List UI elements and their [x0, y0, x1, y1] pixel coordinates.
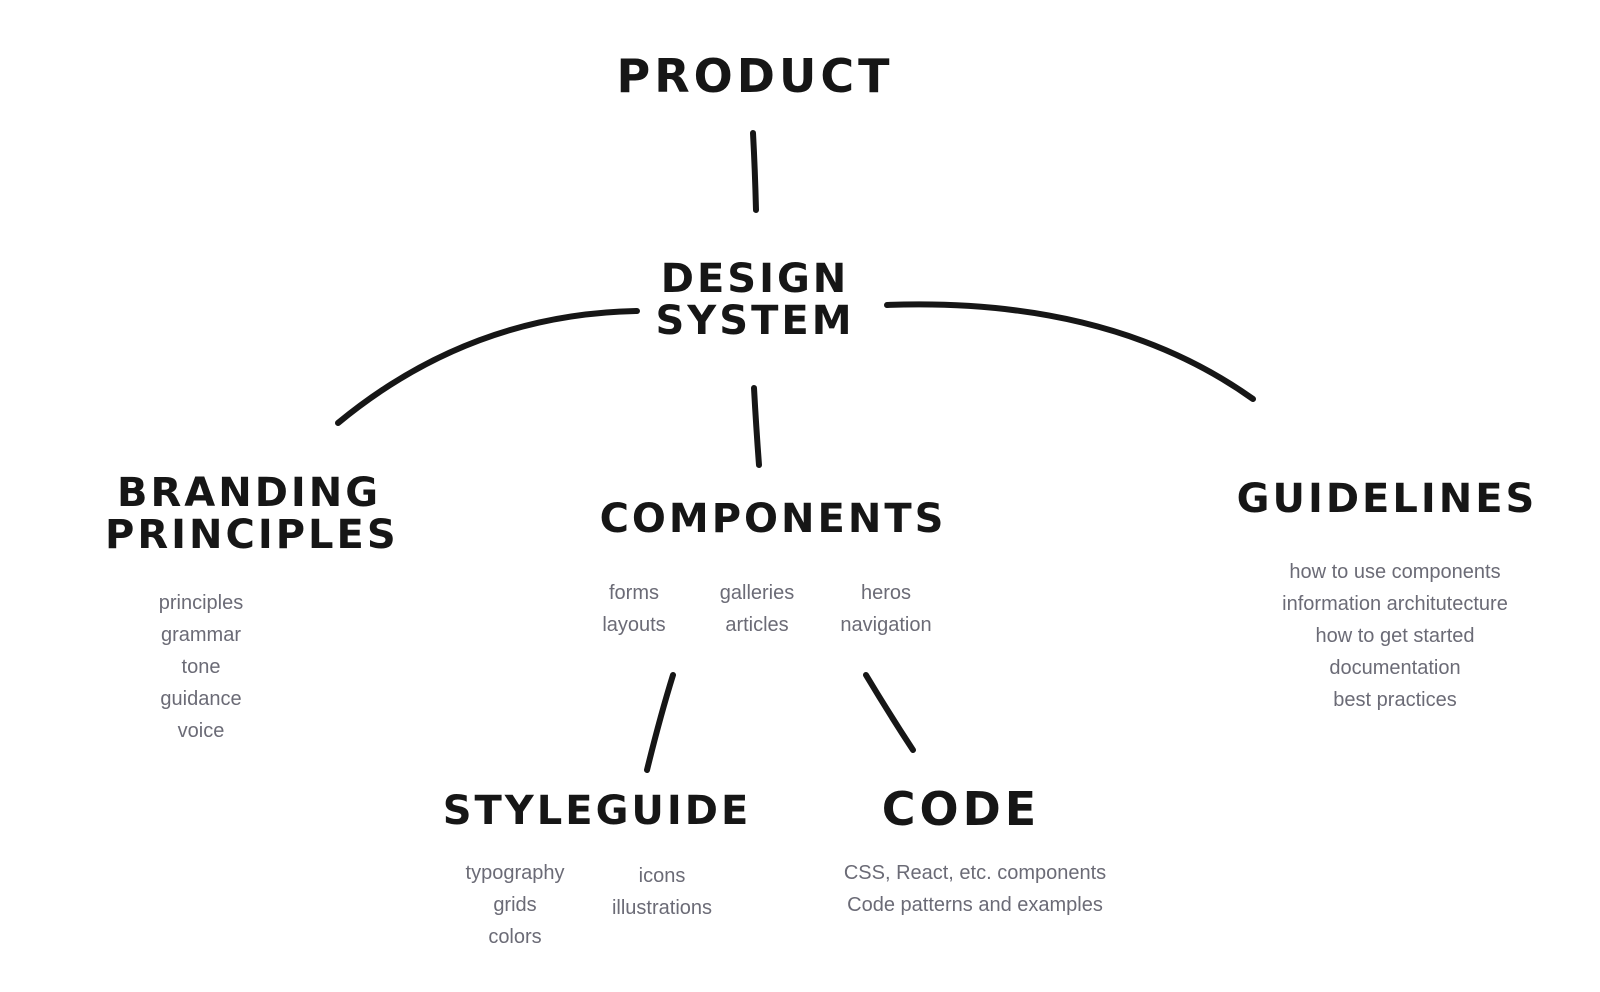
components-item: navigation: [840, 614, 932, 636]
components-item: heros: [860, 582, 912, 604]
styleguide-item: illustrations: [611, 897, 713, 919]
components-item: forms: [609, 582, 659, 604]
branding-item: guidance: [160, 688, 242, 710]
design-system-line-2: SYSTEM: [655, 298, 855, 344]
branding-item: voice: [177, 720, 225, 742]
styleguide-item: colors: [488, 926, 542, 948]
connector-design-system-components: [751, 385, 762, 468]
guidelines-item: documentation: [1329, 657, 1461, 679]
guidelines-item: best practices: [1333, 689, 1457, 711]
styleguide-item: icons: [638, 865, 686, 887]
connector-components-styleguide: [644, 672, 676, 773]
branding-item: principles: [158, 592, 244, 614]
styleguide-item: typography: [465, 862, 565, 884]
connector-components-code: [863, 672, 916, 753]
components-column-2: galleries articles: [720, 577, 794, 641]
components-item: galleries: [719, 582, 795, 604]
product-heading: PRODUCT: [616, 49, 894, 103]
connector-design-system-branding: [335, 308, 640, 426]
guidelines-item: how to get started: [1315, 625, 1475, 647]
styleguide-heading: STYLEGUIDE: [442, 788, 752, 834]
code-item: Code patterns and examples: [847, 894, 1103, 916]
design-system-line-1: DESIGN: [660, 256, 850, 302]
branding-principles-heading: BRANDING PRINCIPLES: [105, 472, 399, 556]
styleguide-column-1: typography grids colors: [466, 857, 565, 953]
code-item: CSS, React, etc. components: [843, 862, 1107, 884]
components-column-3: heros navigation: [840, 577, 931, 641]
components-item: articles: [725, 614, 789, 636]
branding-line-2: PRINCIPLES: [105, 512, 399, 558]
guidelines-items: how to use components information archit…: [1282, 556, 1508, 716]
connector-product-design-system: [750, 130, 759, 213]
code-items: CSS, React, etc. components Code pattern…: [844, 857, 1106, 921]
branding-line-1: BRANDING: [117, 470, 382, 516]
branding-items: principles grammar tone guidance voice: [159, 587, 243, 747]
components-item: layouts: [602, 614, 666, 636]
components-column-1: forms layouts: [602, 577, 665, 641]
styleguide-item: grids: [493, 894, 537, 916]
design-system-heading: DESIGN SYSTEM: [656, 258, 855, 342]
guidelines-heading: GUIDELINES: [1236, 476, 1538, 522]
branding-item: tone: [181, 656, 221, 678]
styleguide-column-2: icons illustrations: [612, 860, 712, 924]
guidelines-item: how to use components: [1289, 561, 1501, 583]
components-heading: COMPONENTS: [599, 496, 947, 542]
branding-item: grammar: [160, 624, 242, 646]
connector-design-system-guidelines: [884, 301, 1256, 402]
code-heading: CODE: [881, 782, 1041, 836]
guidelines-item: information architutecture: [1282, 593, 1508, 615]
